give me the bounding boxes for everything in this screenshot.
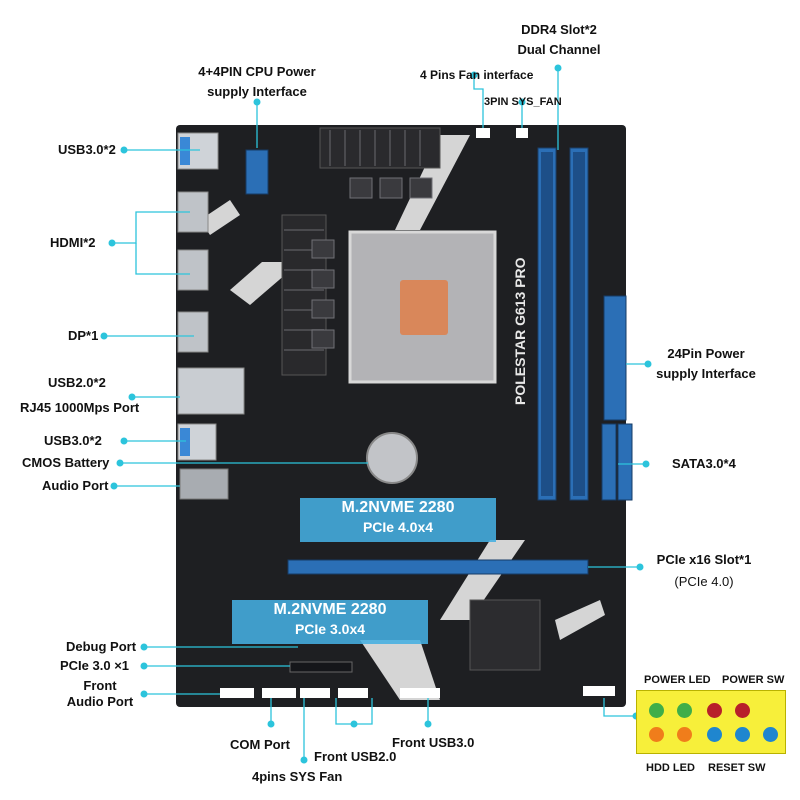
label-sata: SATA3.0*4 [672,456,736,471]
label-usb30-mid: USB3.0*2 [44,433,102,448]
label-ddr4-line2: Dual Channel [517,42,601,57]
m2-slot-top-label: M.2NVME 2280 PCIe 4.0x4 [300,498,496,542]
label-cmos: CMOS Battery [22,455,110,470]
label-cpu-power: 4+4PIN CPU Power supply Interface [182,64,332,100]
label-pcie1: PCIe 3.0 ×1 [60,658,130,673]
board-model-text: POLESTAR G613 PRO [512,257,528,405]
pcie-x16-slot [287,559,589,575]
chokes [311,177,433,349]
label-hdmi: HDMI*2 [50,235,96,250]
cpu-die [400,280,448,335]
label-atx24-line2: supply Interface [656,366,756,381]
label-audio: Audio Port [42,478,109,493]
label-front-audio: Front Audio Port [58,678,142,710]
fan-header-3pin [516,128,528,138]
cmos-battery [366,432,418,484]
label-front-audio-line2: Audio Port [66,694,134,709]
atx-24pin-connector [603,295,627,421]
label-pcie16: PCIe x16 Slot*1 (PCIe 4.0) [634,552,774,590]
label-usb20: USB2.0*2 [48,375,106,390]
label-ddr4-line1: DDR4 Slot*2 [521,22,597,37]
label-fan3: 3PIN SYS_FAN [484,96,562,108]
rear-io [177,132,245,500]
label-fan4: 4 Pins Fan interface [420,68,534,82]
pcie-x1-slot [289,661,353,673]
pin-power-led-minus [677,703,692,718]
pin-reset-sw-1 [707,727,722,742]
label-pcie16-line1: PCIe x16 Slot*1 [656,552,752,567]
fan-header-4pin [476,128,490,138]
label-cpu-power-line2: supply Interface [207,84,307,99]
label-front-audio-line1: Front [83,678,117,693]
chipset-heatsink [469,599,541,671]
callout-lines [104,68,648,760]
label-atx24-line1: 24Pin Power [667,346,745,361]
heatsink-fins-top [329,130,421,166]
label-pcie16-line2: (PCIe 4.0) [674,574,734,589]
label-debug: Debug Port [66,639,137,654]
label-front-usb30: Front USB3.0 [392,735,475,750]
m2-bottom-title: M.2NVME 2280 [273,601,387,618]
vrm-heatsink-top [319,127,441,169]
m2-top-title: M.2NVME 2280 [341,499,455,516]
cpu-8pin-connector [245,149,269,195]
m2-top-subtitle: PCIe 4.0x4 [362,519,434,535]
front-panel-power-sw-label: POWER SW [722,674,785,686]
label-atx24: 24Pin Power supply Interface [646,346,766,382]
front-panel-hdd-led-label: HDD LED [646,762,695,774]
label-com: COM Port [230,737,290,752]
front-panel-power-led-label: POWER LED [644,674,711,686]
bottom-headers [220,686,615,698]
label-ddr4: DDR4 Slot*2 Dual Channel [494,22,624,58]
m2-slot-bottom-label: M.2NVME 2280 PCIe 3.0x4 [232,600,428,644]
front-panel-pin-diagram [636,690,786,754]
pin-power-sw-2 [735,703,750,718]
m2-bottom-subtitle: PCIe 3.0x4 [294,621,366,637]
pin-reset-sw-2 [735,727,750,742]
pin-blank [763,727,778,742]
label-rj45: RJ45 1000Mps Port [20,400,140,415]
pin-hdd-led-minus [677,727,692,742]
label-usb30-top: USB3.0*2 [58,142,116,157]
pin-hdd-led-plus [649,727,664,742]
pin-power-sw-1 [707,703,722,718]
dimm-slot-1-groove [541,152,553,496]
label-dp: DP*1 [68,328,99,343]
front-panel-reset-sw-label: RESET SW [708,762,766,774]
dimm-slot-2-groove [573,152,585,496]
pin-power-led-plus [649,703,664,718]
sata-ports [601,423,633,501]
label-sys-fan4: 4pins SYS Fan [252,769,343,784]
label-cpu-power-line1: 4+4PIN CPU Power [198,64,316,79]
label-front-usb20: Front USB2.0 [314,749,397,764]
callout-dots [100,64,652,764]
